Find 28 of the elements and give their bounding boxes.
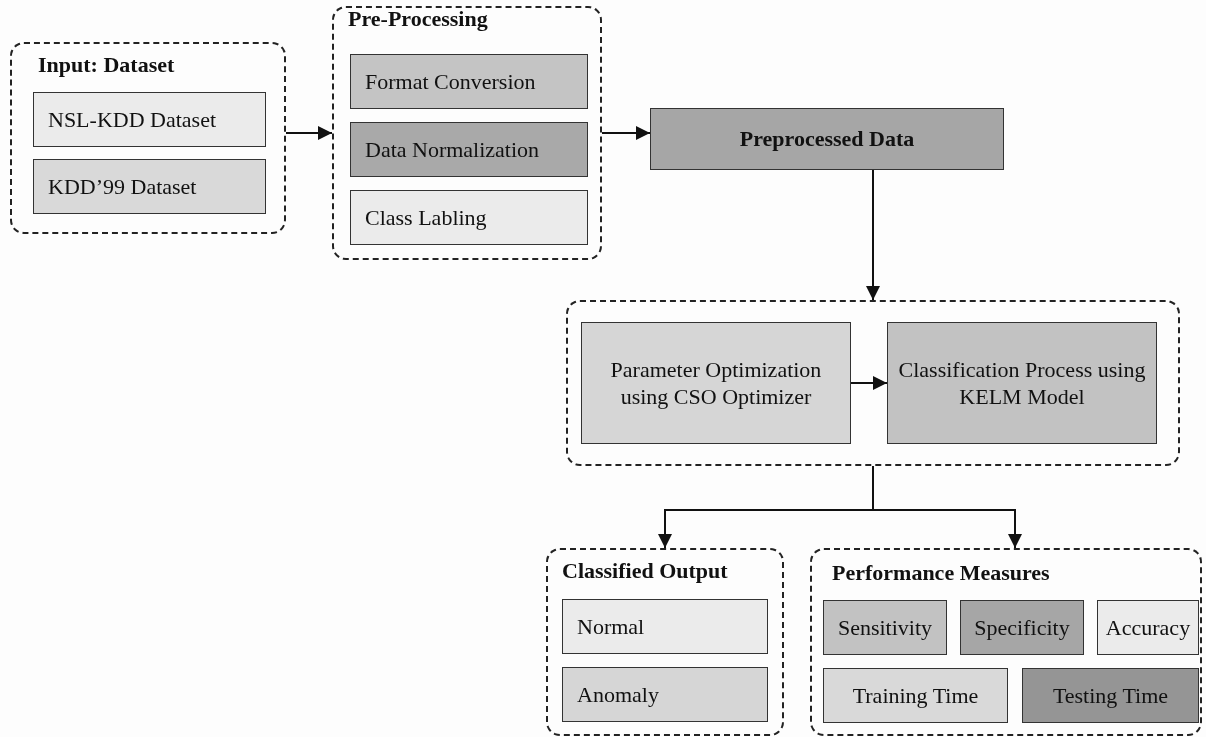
group-heading: Performance Measures bbox=[832, 560, 1050, 586]
process-box: Class Labling bbox=[350, 190, 588, 245]
process-box: Parameter Optimization using CSO Optimizer bbox=[581, 322, 851, 444]
arrow bbox=[285, 126, 333, 140]
process-box: Training Time bbox=[823, 668, 1008, 723]
process-box: NSL-KDD Dataset bbox=[33, 92, 266, 147]
process-box: Testing Time bbox=[1022, 668, 1199, 723]
dashed-group bbox=[332, 6, 602, 260]
process-box: Normal bbox=[562, 599, 768, 654]
process-box: Data Normalization bbox=[350, 122, 588, 177]
arrow bbox=[866, 169, 880, 301]
process-box: Format Conversion bbox=[350, 54, 588, 109]
group-heading: Input: Dataset bbox=[38, 52, 175, 78]
process-box: Specificity bbox=[960, 600, 1084, 655]
group-heading: Classified Output bbox=[562, 558, 728, 584]
process-box: Preprocessed Data bbox=[650, 108, 1004, 170]
process-box: Anomaly bbox=[562, 667, 768, 722]
arrow bbox=[850, 376, 888, 390]
process-box: Sensitivity bbox=[823, 600, 947, 655]
arrow bbox=[601, 126, 651, 140]
process-box: Accuracy bbox=[1097, 600, 1199, 655]
dashed-group bbox=[10, 42, 286, 234]
dashed-group bbox=[546, 548, 784, 736]
dashed-group bbox=[810, 548, 1202, 736]
group-heading: Pre-Processing bbox=[348, 6, 488, 32]
process-box: KDD’99 Dataset bbox=[33, 159, 266, 214]
process-box: Classification Process using KELM Model bbox=[887, 322, 1157, 444]
dashed-group bbox=[566, 300, 1180, 466]
